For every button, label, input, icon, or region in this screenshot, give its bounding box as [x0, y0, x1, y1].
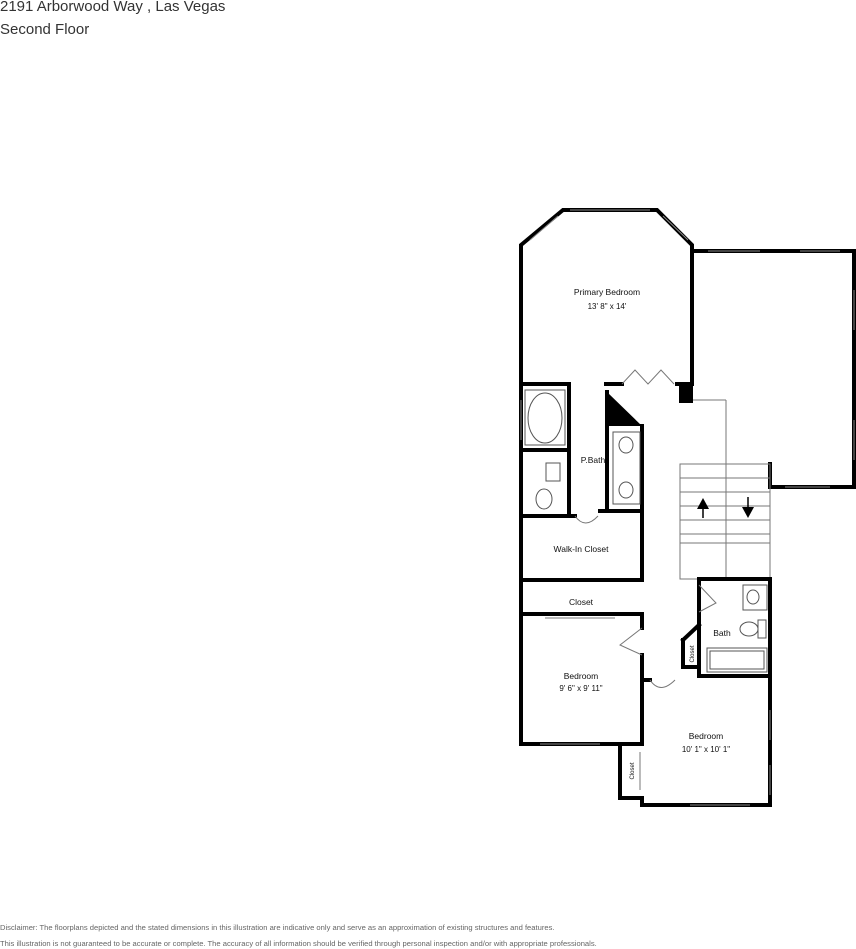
- address-title: 2191 Arborwood Way , Las Vegas: [0, 0, 226, 15]
- bedroom-2-dims: 10' 1" x 10' 1": [682, 745, 730, 754]
- p-bath-label: P.Bath: [581, 455, 606, 465]
- stairs: [679, 463, 771, 580]
- bedroom-1-walls: [519, 578, 772, 807]
- bedroom-1-label: Bedroom: [564, 671, 599, 681]
- primary-bedroom-walls: [519, 208, 694, 386]
- floor-label: Second Floor: [0, 21, 90, 38]
- small-closet-label: Closet: [630, 762, 636, 779]
- bedroom-2-label: Bedroom: [689, 731, 724, 741]
- primary-bath-walls: [519, 369, 694, 582]
- bedroom-2-walls: [639, 678, 771, 806]
- closet-label: Closet: [569, 597, 594, 607]
- disclaimer-line-1: Disclaimer: The floorplans depicted and …: [0, 923, 555, 932]
- disclaimer-line-2: This illustration is not guaranteed to b…: [0, 939, 597, 948]
- bedroom-1-dims: 9' 6" x 9' 11": [559, 684, 602, 693]
- hall-bath-walls: [680, 577, 772, 678]
- open-area-walls: [692, 249, 856, 489]
- primary-bedroom-label: Primary Bedroom: [574, 287, 640, 297]
- primary-bedroom-dims: 13' 8" x 14': [588, 302, 627, 311]
- hall-closet-label: Closet: [690, 645, 696, 662]
- bath-label: Bath: [713, 628, 731, 638]
- walk-in-closet-label: Walk-In Closet: [554, 544, 610, 554]
